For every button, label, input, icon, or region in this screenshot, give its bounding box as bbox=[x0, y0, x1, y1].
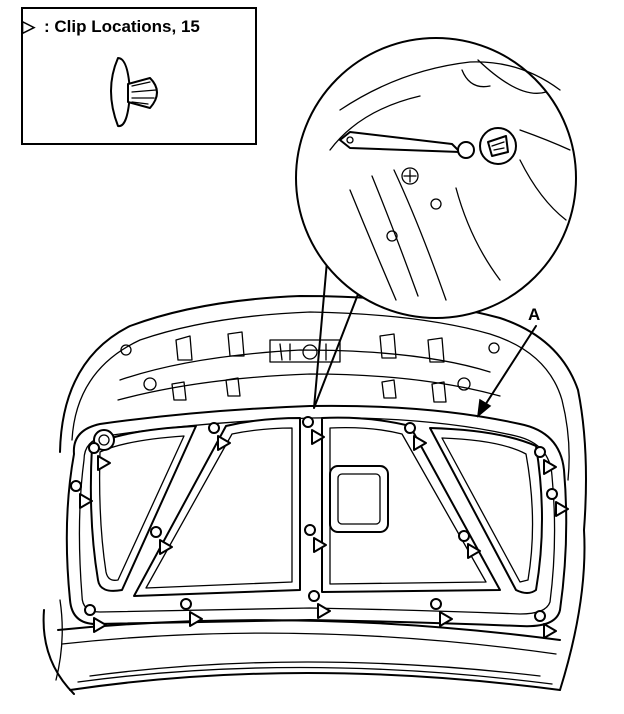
callout-a: A bbox=[477, 305, 540, 418]
clip-location-triangle-icon bbox=[150, 526, 173, 555]
clip-location-triangle-icon bbox=[208, 422, 231, 451]
clip-location-triangle-icon bbox=[534, 446, 557, 475]
hood-latch bbox=[269, 339, 341, 363]
clip-location-triangle-icon bbox=[458, 530, 481, 559]
clip-location-triangle-icon bbox=[308, 590, 331, 619]
legend-box: ▷ : Clip Locations, 15 bbox=[21, 7, 257, 145]
clip-location-triangle-icon bbox=[534, 610, 557, 639]
clip-location-triangle-icon bbox=[430, 598, 453, 627]
detail-magnifier bbox=[295, 37, 577, 409]
clip-locations bbox=[70, 416, 569, 639]
clip-location-triangle-icon bbox=[302, 416, 325, 445]
hood-front-edge bbox=[55, 599, 561, 691]
access-opening bbox=[329, 465, 389, 533]
clip-fastener-icon bbox=[110, 57, 158, 128]
legend-symbol: ▷ bbox=[21, 17, 36, 36]
frame-slots bbox=[120, 331, 500, 403]
clip-detail-icon bbox=[479, 127, 517, 165]
clip-location-triangle-icon bbox=[180, 598, 203, 627]
legend-label: : Clip Locations, 15 bbox=[44, 17, 200, 36]
clip-location-triangle-icon bbox=[546, 488, 569, 517]
hood-insulator bbox=[65, 404, 568, 628]
clip-location-triangle-icon bbox=[84, 604, 107, 633]
callout-a-label: A bbox=[528, 305, 540, 324]
clip-location-triangle-icon bbox=[70, 480, 93, 509]
clip-location-triangle-icon bbox=[88, 442, 111, 471]
clip-location-triangle-icon bbox=[404, 422, 427, 451]
clip-location-triangle-icon bbox=[304, 524, 327, 553]
